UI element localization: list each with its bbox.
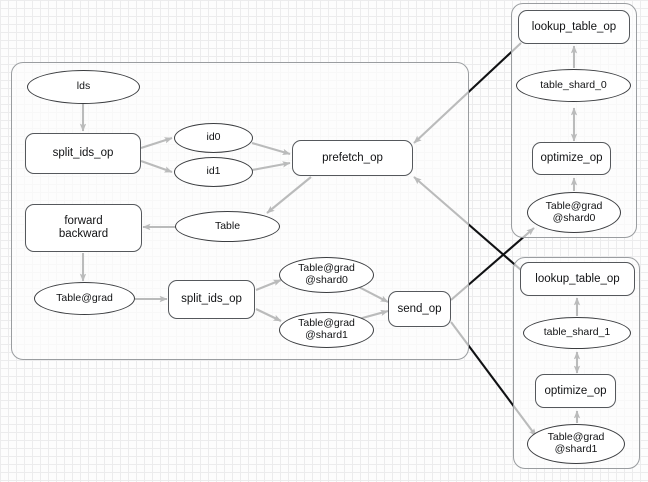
node-lds[interactable]: lds [27,70,140,104]
node-ps1-table-grad-shard1[interactable]: Table@grad @shard1 [527,424,625,464]
node-id1[interactable]: id1 [174,157,253,187]
node-ps1-optimize-op[interactable]: optimize_op [535,374,616,408]
node-ps0-lookup-table-op[interactable]: lookup_table_op [518,10,630,44]
node-ps1-lookup-table-op[interactable]: lookup_table_op [520,262,635,296]
node-ps0-table-shard-0[interactable]: table_shard_0 [516,69,631,102]
node-table[interactable]: Table [175,211,280,242]
node-table-grad-shard0[interactable]: Table@grad @shard0 [279,257,374,293]
node-ps0-table-grad-shard0[interactable]: Table@grad @shard0 [527,192,621,233]
node-split-ids-op-forward[interactable]: split_ids_op [25,133,141,174]
node-split-ids-op-backward[interactable]: split_ids_op [168,280,255,319]
node-ps0-optimize-op[interactable]: optimize_op [532,142,611,175]
node-ps1-table-shard-1[interactable]: table_shard_1 [523,317,631,349]
node-forward-backward[interactable]: forward backward [25,204,142,252]
node-table-grad[interactable]: Table@grad [34,282,135,315]
node-id0[interactable]: id0 [174,123,253,153]
node-prefetch-op[interactable]: prefetch_op [292,140,413,176]
node-table-grad-shard1[interactable]: Table@grad @shard1 [279,312,374,348]
node-send-op[interactable]: send_op [388,291,451,327]
